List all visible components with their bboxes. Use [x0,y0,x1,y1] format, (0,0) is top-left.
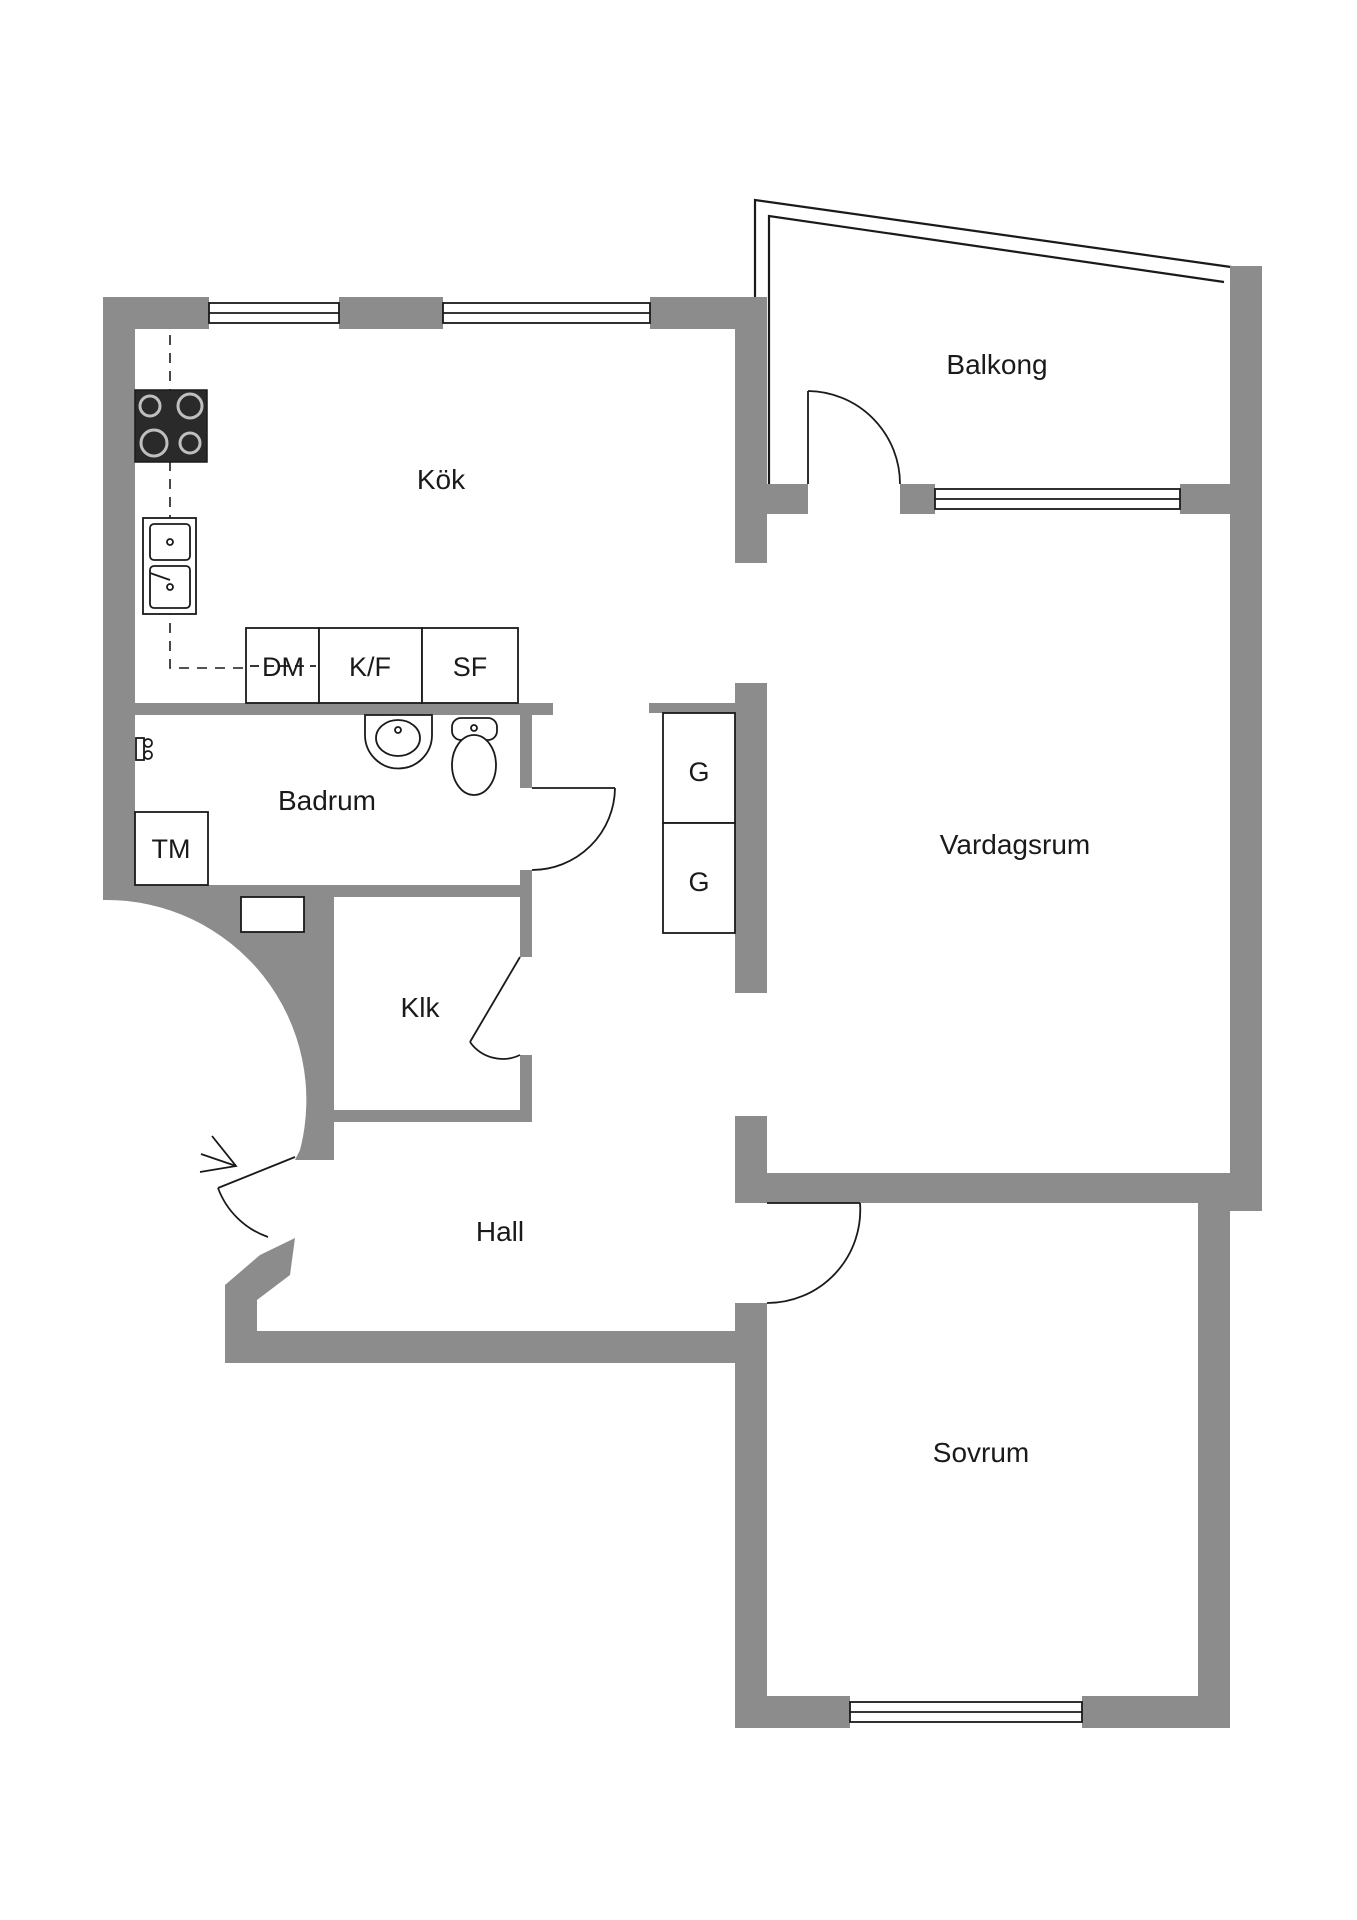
washing-machine: TM [134,811,209,886]
wardrobes: G G [662,712,736,934]
room-label-klk: Klk [401,992,441,1023]
wardrobe-upper-label: G [688,757,709,787]
room-label-sovrum: Sovrum [933,1437,1029,1468]
room-label-hall: Hall [476,1216,524,1247]
room-label-vardagsrum: Vardagsrum [940,829,1090,860]
room-label-kok: Kök [417,464,466,495]
washing-machine-label: TM [152,834,191,864]
kitchen-window-left [208,302,340,324]
fridge-freezer: K/F [318,627,423,704]
kitchen-window-right [442,302,651,324]
kitchen-fixtures: DM K/F SF [134,335,519,704]
room-label-balkong: Balkong [946,349,1047,380]
bathroom-door [531,787,616,871]
doors [199,390,901,1304]
hall-shelf [240,896,305,933]
bedroom-door [766,1202,862,1304]
windows [208,302,1181,1723]
walls [103,266,1262,1728]
closet-door [469,956,521,1060]
entrance-arrow-icon [199,1135,238,1173]
dishwasher-label: DM [262,652,304,682]
washbasin-icon [364,714,433,770]
wardrobe-lower-label: G [688,867,709,897]
freezer: SF [421,627,519,704]
sink-icon [142,517,197,615]
stove-icon [134,389,208,463]
dishwasher: DM [245,627,320,704]
kitchen-counter-outline [169,335,246,669]
shower-tap-icon [135,737,153,761]
entrance-door [217,1156,296,1238]
balcony-door [807,390,901,485]
bathroom-fixtures: TM [134,714,498,933]
room-labels: Kök Balkong Badrum Vardagsrum Klk Hall S… [278,349,1090,1468]
room-label-badrum: Badrum [278,785,376,816]
wardrobe-upper: G [662,712,736,824]
balcony-outline [753,198,1240,484]
wardrobe-lower: G [662,822,736,934]
living-window [934,488,1181,510]
freezer-label: SF [453,652,488,682]
toilet-icon [451,717,498,796]
bedroom-window [849,1701,1083,1723]
fridge-freezer-label: K/F [349,652,391,682]
